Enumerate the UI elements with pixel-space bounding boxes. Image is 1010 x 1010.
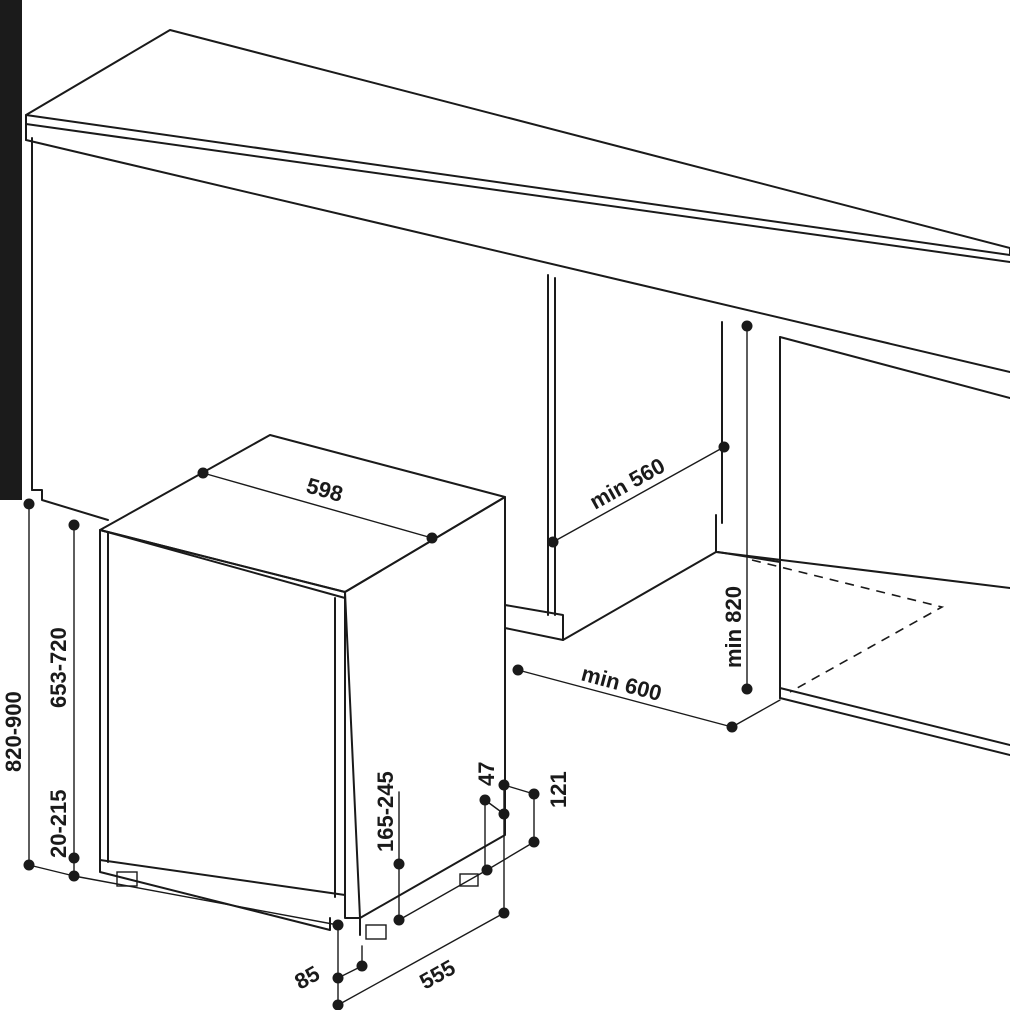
rear-foot: [459, 873, 479, 887]
label-47: 47: [474, 762, 499, 786]
label-121: 121: [546, 771, 571, 808]
label-555: 555: [415, 955, 459, 995]
niche-floor-outline: [751, 559, 945, 693]
right-cabinet: [779, 336, 1010, 756]
left-cabinet: [31, 137, 564, 641]
countertop: [25, 29, 1010, 373]
dishwasher: [99, 434, 506, 940]
label-20-215: 20-215: [46, 789, 71, 858]
niche: [562, 321, 1010, 641]
front-right-foot: [365, 924, 387, 940]
label-820-900: 820-900: [1, 691, 26, 772]
left-edge-strip: [0, 0, 22, 500]
label-653-720: 653-720: [46, 627, 71, 708]
label-min-600: min 600: [579, 661, 665, 706]
label-min-820: min 820: [721, 586, 746, 668]
label-85: 85: [290, 961, 324, 995]
dimension-lines: [23, 320, 781, 1010]
label-598: 598: [304, 473, 346, 507]
label-min-560: min 560: [585, 453, 669, 515]
label-165-245: 165-245: [373, 771, 398, 852]
